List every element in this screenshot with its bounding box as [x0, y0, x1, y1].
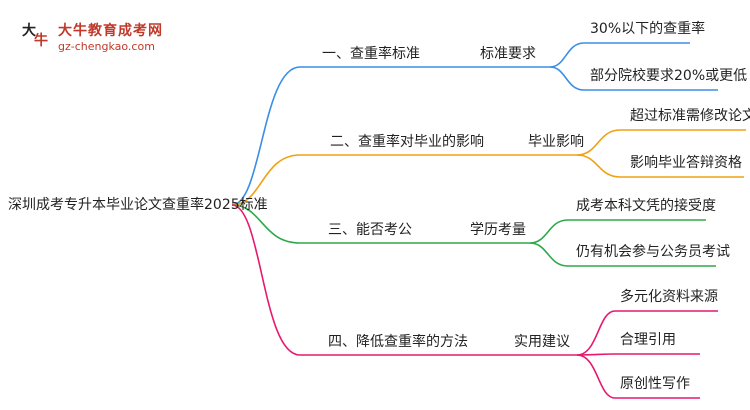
- leaf-3-1: 成考本科文凭的接受度: [576, 198, 716, 214]
- root-node: 深圳成考专升本毕业论文查重率2025标准: [8, 197, 268, 213]
- branch-1-sublabel: 标准要求: [480, 46, 536, 62]
- site-logo: 大 牛 大牛教育成考网 gz-chengkao.com: [20, 16, 170, 56]
- leaf-3-2: 仍有机会参与公务员考试: [576, 244, 730, 260]
- branch-3-sublabel: 学历考量: [470, 222, 526, 238]
- edge-root-branch-1: [231, 66, 301, 206]
- branch-2-label: 二、查重率对毕业的影响: [330, 134, 484, 150]
- branch-2-sublabel: 毕业影响: [528, 134, 584, 150]
- edge-root-branch-2: [231, 154, 301, 206]
- edge-branch-2-leaf-1: [576, 129, 621, 156]
- edge-branch-1-leaf-1: [549, 42, 585, 68]
- edge-branch-1-leaf-2: [549, 66, 585, 91]
- edge-root-branch-3: [231, 204, 301, 244]
- leaf-2-2: 影响毕业答辩资格: [630, 155, 742, 171]
- edge-branch-3-leaf-2: [529, 242, 569, 267]
- leaf-4-2: 合理引用: [620, 332, 676, 348]
- edge-branch-3-leaf-1: [529, 219, 569, 244]
- leaf-1-2: 部分院校要求20%或更低: [590, 68, 748, 84]
- branch-3-label: 三、能否考公: [328, 222, 412, 238]
- leaf-1-1: 30%以下的查重率: [590, 21, 706, 37]
- branch-4-sublabel: 实用建议: [514, 334, 570, 350]
- logo-mark-icon: 大 牛: [22, 23, 48, 49]
- branch-4-label: 四、降低查重率的方法: [328, 334, 468, 350]
- leaf-4-1: 多元化资料来源: [620, 289, 718, 305]
- logo-url: gz-chengkao.com: [58, 40, 155, 53]
- edge-branch-4-leaf-1: [576, 310, 616, 356]
- leaf-2-1: 超过标准需修改论文: [630, 108, 750, 124]
- branch-1-label: 一、查重率标准: [322, 46, 420, 62]
- leaf-4-3: 原创性写作: [620, 376, 690, 392]
- edge-branch-2-leaf-2: [576, 154, 621, 178]
- edge-root-branch-4: [231, 204, 301, 356]
- edge-branch-4-leaf-3: [576, 354, 616, 399]
- logo-title: 大牛教育成考网: [58, 23, 163, 39]
